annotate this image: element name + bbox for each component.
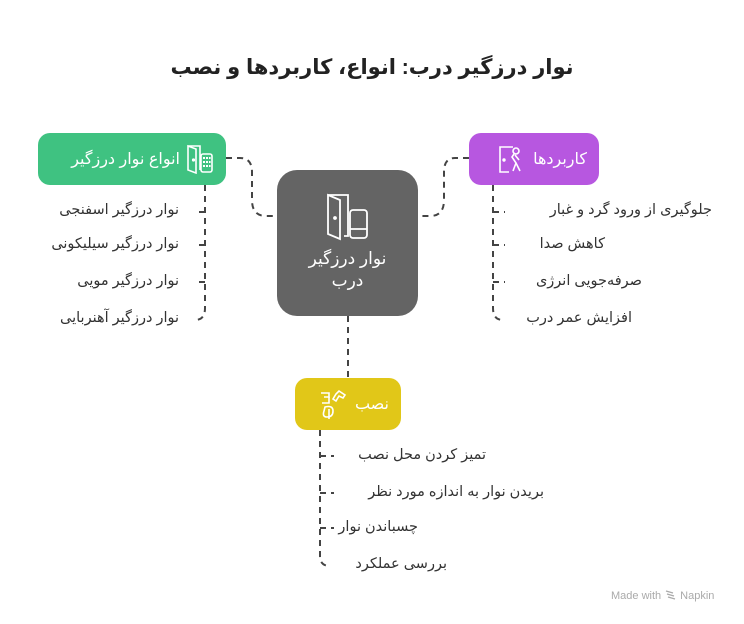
installation-item: تمیز کردن محل نصب xyxy=(358,447,486,463)
branch-installation[interactable]: نصب xyxy=(295,378,401,430)
connector-center-types xyxy=(226,157,277,217)
branch-installation-label: نصب xyxy=(354,396,389,413)
connector-center-applications xyxy=(418,157,469,217)
door-with-panel-icon xyxy=(186,144,214,175)
types-item: نوار درزگیر مویی xyxy=(77,273,179,289)
types-item: نوار درزگیر اسفنجی xyxy=(59,202,179,218)
diagram-title: نوار درزگیر درب: انواع، کاربردها و نصب xyxy=(170,56,574,79)
types-item: نوار درزگیر آهنربایی xyxy=(60,310,179,326)
applications-item: کاهش صدا xyxy=(539,236,605,252)
applications-item: صرفه‌جویی انرژی xyxy=(535,273,642,289)
applications-item: جلوگیری از ورود گرد و غبار xyxy=(549,202,712,218)
central-topic[interactable]: نوار درزگیر درب xyxy=(277,170,418,316)
person-at-door-icon xyxy=(497,144,527,174)
made-with-text: Made with xyxy=(611,590,662,602)
installation-item: بریدن نوار به اندازه مورد نظر xyxy=(368,484,544,500)
napkin-logo-icon xyxy=(665,589,676,603)
door-and-strip-icon xyxy=(277,192,418,242)
installation-item: چسباندن نوار xyxy=(338,519,418,535)
branch-applications[interactable]: کاربردها xyxy=(469,133,599,185)
branch-types-label: انواع نوار درزگیر xyxy=(71,151,180,168)
installation-item: بررسی عملکرد xyxy=(355,556,447,572)
applications-item: افزایش عمر درب xyxy=(526,310,632,326)
napkin-brand-text: Napkin xyxy=(680,590,715,602)
central-topic-label: نوار درزگیر درب xyxy=(308,249,387,290)
branch-types[interactable]: انواع نوار درزگیر xyxy=(38,133,226,185)
types-item: نوار درزگیر سیلیکونی xyxy=(51,236,179,252)
branch-applications-label: کاربردها xyxy=(533,151,587,168)
tools-icon xyxy=(319,387,349,421)
napkin-watermark: Made with Napkin xyxy=(611,589,714,603)
